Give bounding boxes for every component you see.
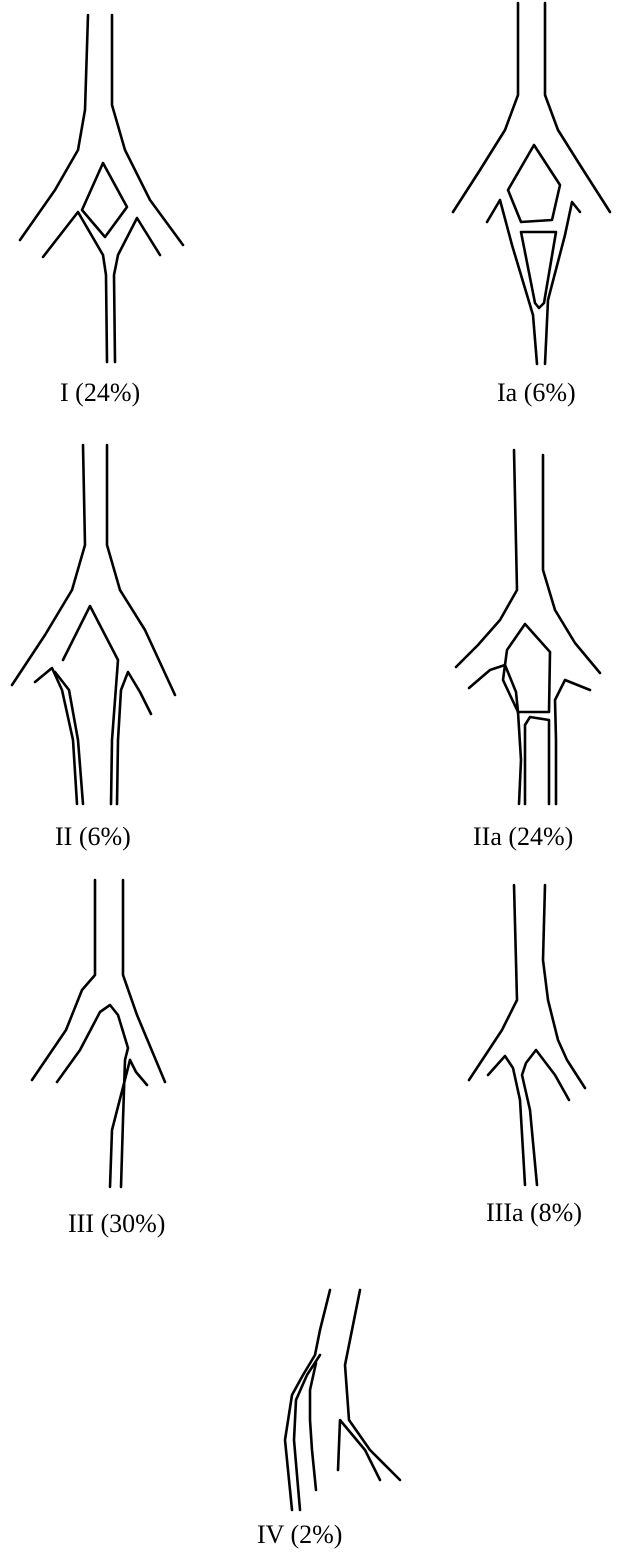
variant-Ia-label: Ia (6%) — [497, 380, 576, 406]
variant-I-label: I (24%) — [60, 380, 140, 406]
variant-I-drawing — [20, 15, 183, 362]
variant-IIa-drawing — [456, 450, 600, 804]
variant-IV-drawing — [285, 1290, 400, 1510]
variant-II-label: II (6%) — [55, 824, 131, 850]
variant-IIa-label: IIa (24%) — [473, 824, 573, 850]
variant-III-label: III (30%) — [68, 1211, 165, 1237]
variant-IIIa-drawing — [469, 885, 585, 1185]
variant-III-drawing — [32, 880, 165, 1187]
variant-Ia-drawing — [453, 3, 610, 364]
variant-IIIa-label: IIIa (8%) — [486, 1200, 582, 1226]
variant-IV-label: IV (2%) — [257, 1522, 342, 1548]
variant-II-drawing — [12, 445, 175, 804]
